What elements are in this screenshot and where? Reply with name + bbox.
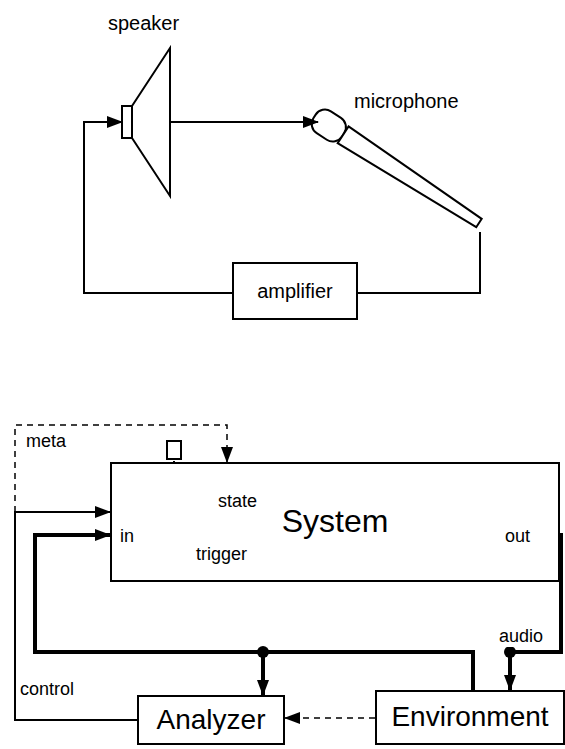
node-text: Environment — [391, 702, 548, 733]
node-text: Analyzer — [157, 705, 266, 736]
system-box: System — [110, 462, 560, 582]
node-text: microphone — [354, 90, 459, 112]
environment-box: Environment — [375, 690, 565, 745]
connector — [84, 122, 232, 293]
speaker-symbol — [122, 48, 170, 196]
connector — [263, 652, 473, 695]
microphone-node: microphone — [318, 88, 498, 232]
signal-label: control — [18, 680, 76, 700]
node-text: amplifier — [257, 280, 333, 302]
node-text: System — [282, 504, 389, 539]
connector — [358, 232, 480, 293]
port-label: trigger — [194, 545, 249, 565]
amplifier-box: amplifier — [232, 262, 358, 320]
connector — [170, 121, 318, 123]
signal-label: meta — [24, 432, 68, 452]
signal-label: audio — [497, 627, 545, 647]
microphone-symbol — [308, 105, 487, 234]
analyzer-box: Analyzer — [137, 695, 285, 745]
port-label: state — [216, 492, 259, 512]
port-label: in — [118, 527, 136, 547]
node-text: speaker — [108, 12, 179, 34]
speaker-node: speaker — [122, 8, 170, 200]
connector — [285, 717, 375, 719]
port-label: out — [503, 527, 532, 547]
